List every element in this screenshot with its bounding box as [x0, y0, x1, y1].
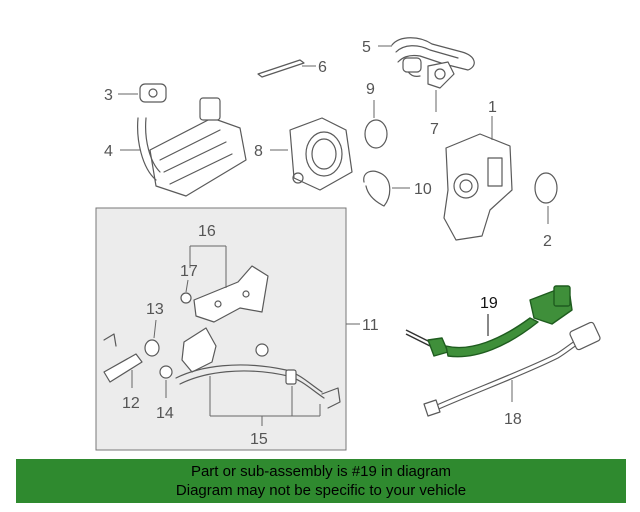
- part-4-egr-cooler[interactable]: [137, 97, 247, 197]
- callout-1: 1: [488, 99, 497, 116]
- callout-4: 4: [104, 143, 113, 160]
- callout-7: 7: [430, 121, 439, 138]
- callout-10: 10: [414, 181, 432, 198]
- banner-line-1: Part or sub-assembly is #19 in diagram: [190, 463, 452, 480]
- callout-3: 3: [104, 87, 113, 104]
- part-6-gasket[interactable]: [257, 59, 305, 78]
- part-12-bracket[interactable]: [103, 333, 143, 383]
- callout-17: 17: [180, 263, 198, 280]
- callout-19: 19: [480, 295, 498, 312]
- callout-6: 6: [318, 59, 327, 76]
- part-15-wiring-harness[interactable]: [175, 327, 341, 409]
- callout-16: 16: [198, 223, 216, 240]
- part-2-o-ring[interactable]: [534, 172, 558, 204]
- callout-11: 11: [362, 317, 379, 334]
- callout-12: 12: [122, 395, 140, 412]
- part-7-gasket[interactable]: [427, 61, 455, 89]
- info-banner: Part or sub-assembly is #19 in diagram D…: [16, 459, 626, 503]
- subassembly-box: [95, 207, 347, 451]
- part-10-clamp[interactable]: [363, 170, 391, 207]
- callout-2: 2: [543, 233, 552, 250]
- part-5-egr-pipe[interactable]: [391, 37, 475, 77]
- part-14-nut[interactable]: [159, 365, 173, 379]
- part-17-nut[interactable]: [180, 292, 192, 304]
- callout-9: 9: [366, 81, 375, 98]
- callout-15: 15: [250, 431, 268, 448]
- part-13-grommet[interactable]: [144, 339, 160, 357]
- part-3-gasket[interactable]: [139, 83, 167, 103]
- callout-13: 13: [146, 301, 164, 318]
- part-9-o-ring[interactable]: [364, 119, 388, 149]
- callout-8: 8: [254, 143, 263, 160]
- part-1-egr-valve[interactable]: [443, 133, 513, 241]
- callout-5: 5: [362, 39, 371, 56]
- callout-14: 14: [156, 405, 174, 422]
- part-19-oxygen-sensor[interactable]: [405, 285, 573, 358]
- part-18-oxygen-sensor[interactable]: [423, 321, 601, 417]
- part-16-bracket[interactable]: [193, 265, 269, 323]
- part-8-throttle-body[interactable]: [289, 117, 353, 191]
- callout-18: 18: [504, 411, 522, 428]
- banner-line-2: Diagram may not be specific to your vehi…: [175, 482, 467, 499]
